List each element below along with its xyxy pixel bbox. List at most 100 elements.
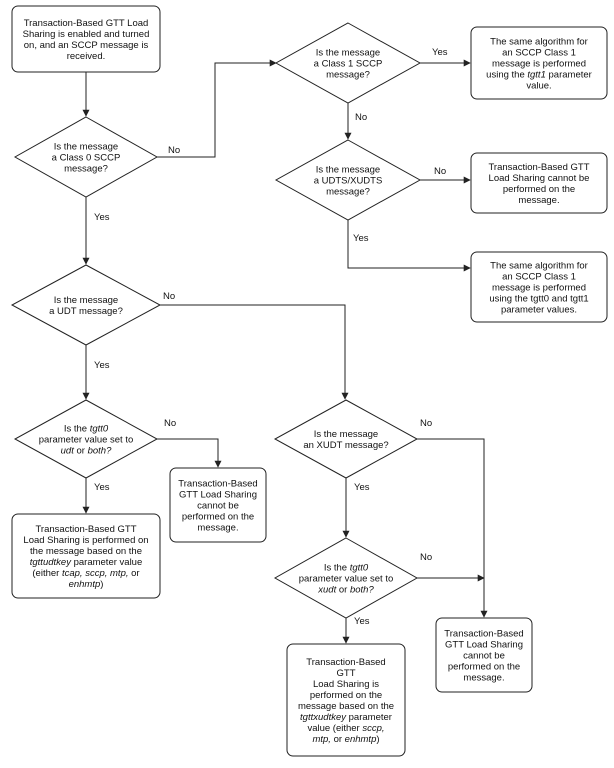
node-text-line: (either tcap, sccp, mtp, or bbox=[32, 568, 139, 579]
process-box bbox=[435, 617, 533, 693]
node-text-line: performed on the bbox=[310, 690, 382, 701]
text-segment: both? bbox=[88, 446, 112, 457]
node-text-line: udt or both? bbox=[61, 446, 112, 457]
edge-label: Yes bbox=[94, 482, 110, 493]
text-segment: Is the bbox=[64, 424, 90, 435]
text-segment: The same algorithm for bbox=[490, 261, 588, 272]
node-text-line: message. bbox=[518, 195, 559, 206]
node-text-line: Load Sharing is bbox=[313, 679, 379, 690]
edge-label: Yes bbox=[353, 233, 369, 244]
text-segment: Is the message bbox=[316, 165, 380, 176]
process-box bbox=[470, 152, 608, 214]
node-text-line: the message based on the bbox=[30, 546, 142, 557]
node-text-line: value (either sccp, bbox=[307, 723, 384, 734]
node-text-line: message is performed bbox=[492, 283, 586, 294]
text-segment: the message based on the bbox=[30, 546, 142, 557]
text-segment: both? bbox=[350, 585, 374, 596]
text-segment: Is the message bbox=[314, 429, 378, 440]
text-segment: an SCCP Class 1 bbox=[502, 272, 576, 283]
text-segment: message? bbox=[326, 187, 370, 198]
text-segment: GTT bbox=[337, 668, 356, 679]
text-segment: message based on the bbox=[298, 701, 394, 712]
node-text-line: mtp, or enhmtp) bbox=[312, 734, 379, 745]
edge-q-xudt-to-r-xudt-no bbox=[417, 438, 488, 618]
text-segment: cannot be bbox=[463, 651, 505, 662]
text-segment: ) bbox=[100, 579, 103, 590]
text-segment: value (either bbox=[307, 723, 362, 734]
decision-diamond bbox=[274, 22, 422, 104]
text-segment: an SCCP Class 1 bbox=[502, 48, 576, 59]
text-segment: parameter values. bbox=[501, 305, 577, 316]
node-text-line: Is the message bbox=[314, 429, 378, 440]
node-text-line: using the tgtt0 and tgtt1 bbox=[489, 294, 588, 305]
node-text-line: Load Sharing is performed on bbox=[23, 535, 148, 546]
node-text-line: Is the message bbox=[54, 295, 118, 306]
edge-q-udt-to-q-xudt bbox=[160, 304, 349, 400]
node-text-line: enhmtp) bbox=[69, 579, 104, 590]
node-text-line: performed on the bbox=[503, 184, 575, 195]
node-text-line: message is performed bbox=[492, 59, 586, 70]
node-text-line: Is the tgtt0 bbox=[64, 424, 109, 435]
process-box bbox=[286, 643, 406, 757]
text-segment: a Class 1 SCCP bbox=[314, 59, 383, 70]
text-segment: Is the message bbox=[316, 48, 380, 59]
node-text-line: on, and an SCCP message is bbox=[24, 40, 149, 51]
node-text-line: using the tgtt1 parameter bbox=[486, 70, 592, 81]
node-text-line: value. bbox=[526, 81, 551, 92]
node-text-line: message based on the bbox=[298, 701, 394, 712]
text-segment: received. bbox=[67, 51, 106, 62]
text-segment: Is the bbox=[324, 563, 350, 574]
text-segment: message? bbox=[64, 164, 108, 175]
node-text-line: a Class 0 SCCP bbox=[52, 153, 121, 164]
node-text-line: message? bbox=[64, 164, 108, 175]
node-text-line: Is the tgtt0 bbox=[324, 563, 369, 574]
text-segment: Transaction-Based bbox=[306, 657, 385, 668]
text-segment: parameter bbox=[346, 712, 392, 723]
node-text-line: Is the message bbox=[316, 48, 380, 59]
text-segment: udt bbox=[61, 446, 75, 457]
node-text-line: a UDTS/XUDTS bbox=[314, 176, 383, 187]
node-text-line: a UDT message? bbox=[49, 306, 123, 317]
node-text-line: performed on the bbox=[182, 512, 254, 523]
node-text-line: Is the message bbox=[54, 142, 118, 153]
text-segment: parameter value set to bbox=[299, 574, 394, 585]
text-segment: message is performed bbox=[492, 283, 586, 294]
text-segment: a Class 0 SCCP bbox=[52, 153, 121, 164]
node-text-line: Transaction-Based bbox=[306, 657, 385, 668]
decision-diamond bbox=[13, 116, 159, 198]
edge-label: Yes bbox=[94, 212, 110, 223]
text-segment: parameter value set to bbox=[39, 435, 134, 446]
node-text-line: xudt or both? bbox=[317, 585, 374, 596]
text-segment: a UDTS/XUDTS bbox=[314, 176, 383, 187]
text-segment: or bbox=[74, 446, 88, 457]
node-text-line: cannot be bbox=[197, 501, 239, 512]
process-box bbox=[11, 5, 161, 73]
text-segment: (either bbox=[32, 568, 62, 579]
text-segment: or bbox=[331, 734, 345, 745]
node-text-line: Transaction-Based GTT bbox=[35, 524, 136, 535]
edge-label: No bbox=[420, 418, 432, 429]
text-segment: tgtt0 bbox=[350, 563, 369, 574]
text-segment: parameter bbox=[546, 70, 592, 81]
text-segment: using the bbox=[486, 70, 527, 81]
text-segment: sccp, bbox=[362, 723, 384, 734]
node-text-line: The same algorithm for bbox=[490, 37, 588, 48]
text-segment: value. bbox=[526, 81, 551, 92]
text-segment: Transaction-Based bbox=[444, 629, 523, 640]
node-text-line: parameter value set to bbox=[299, 574, 394, 585]
node-text-line: GTT bbox=[337, 668, 356, 679]
node-text-line: Transaction-Based bbox=[444, 629, 523, 640]
text-segment: message? bbox=[326, 70, 370, 81]
node-text-line: GTT Load Sharing bbox=[179, 490, 257, 501]
text-segment: message. bbox=[518, 195, 559, 206]
